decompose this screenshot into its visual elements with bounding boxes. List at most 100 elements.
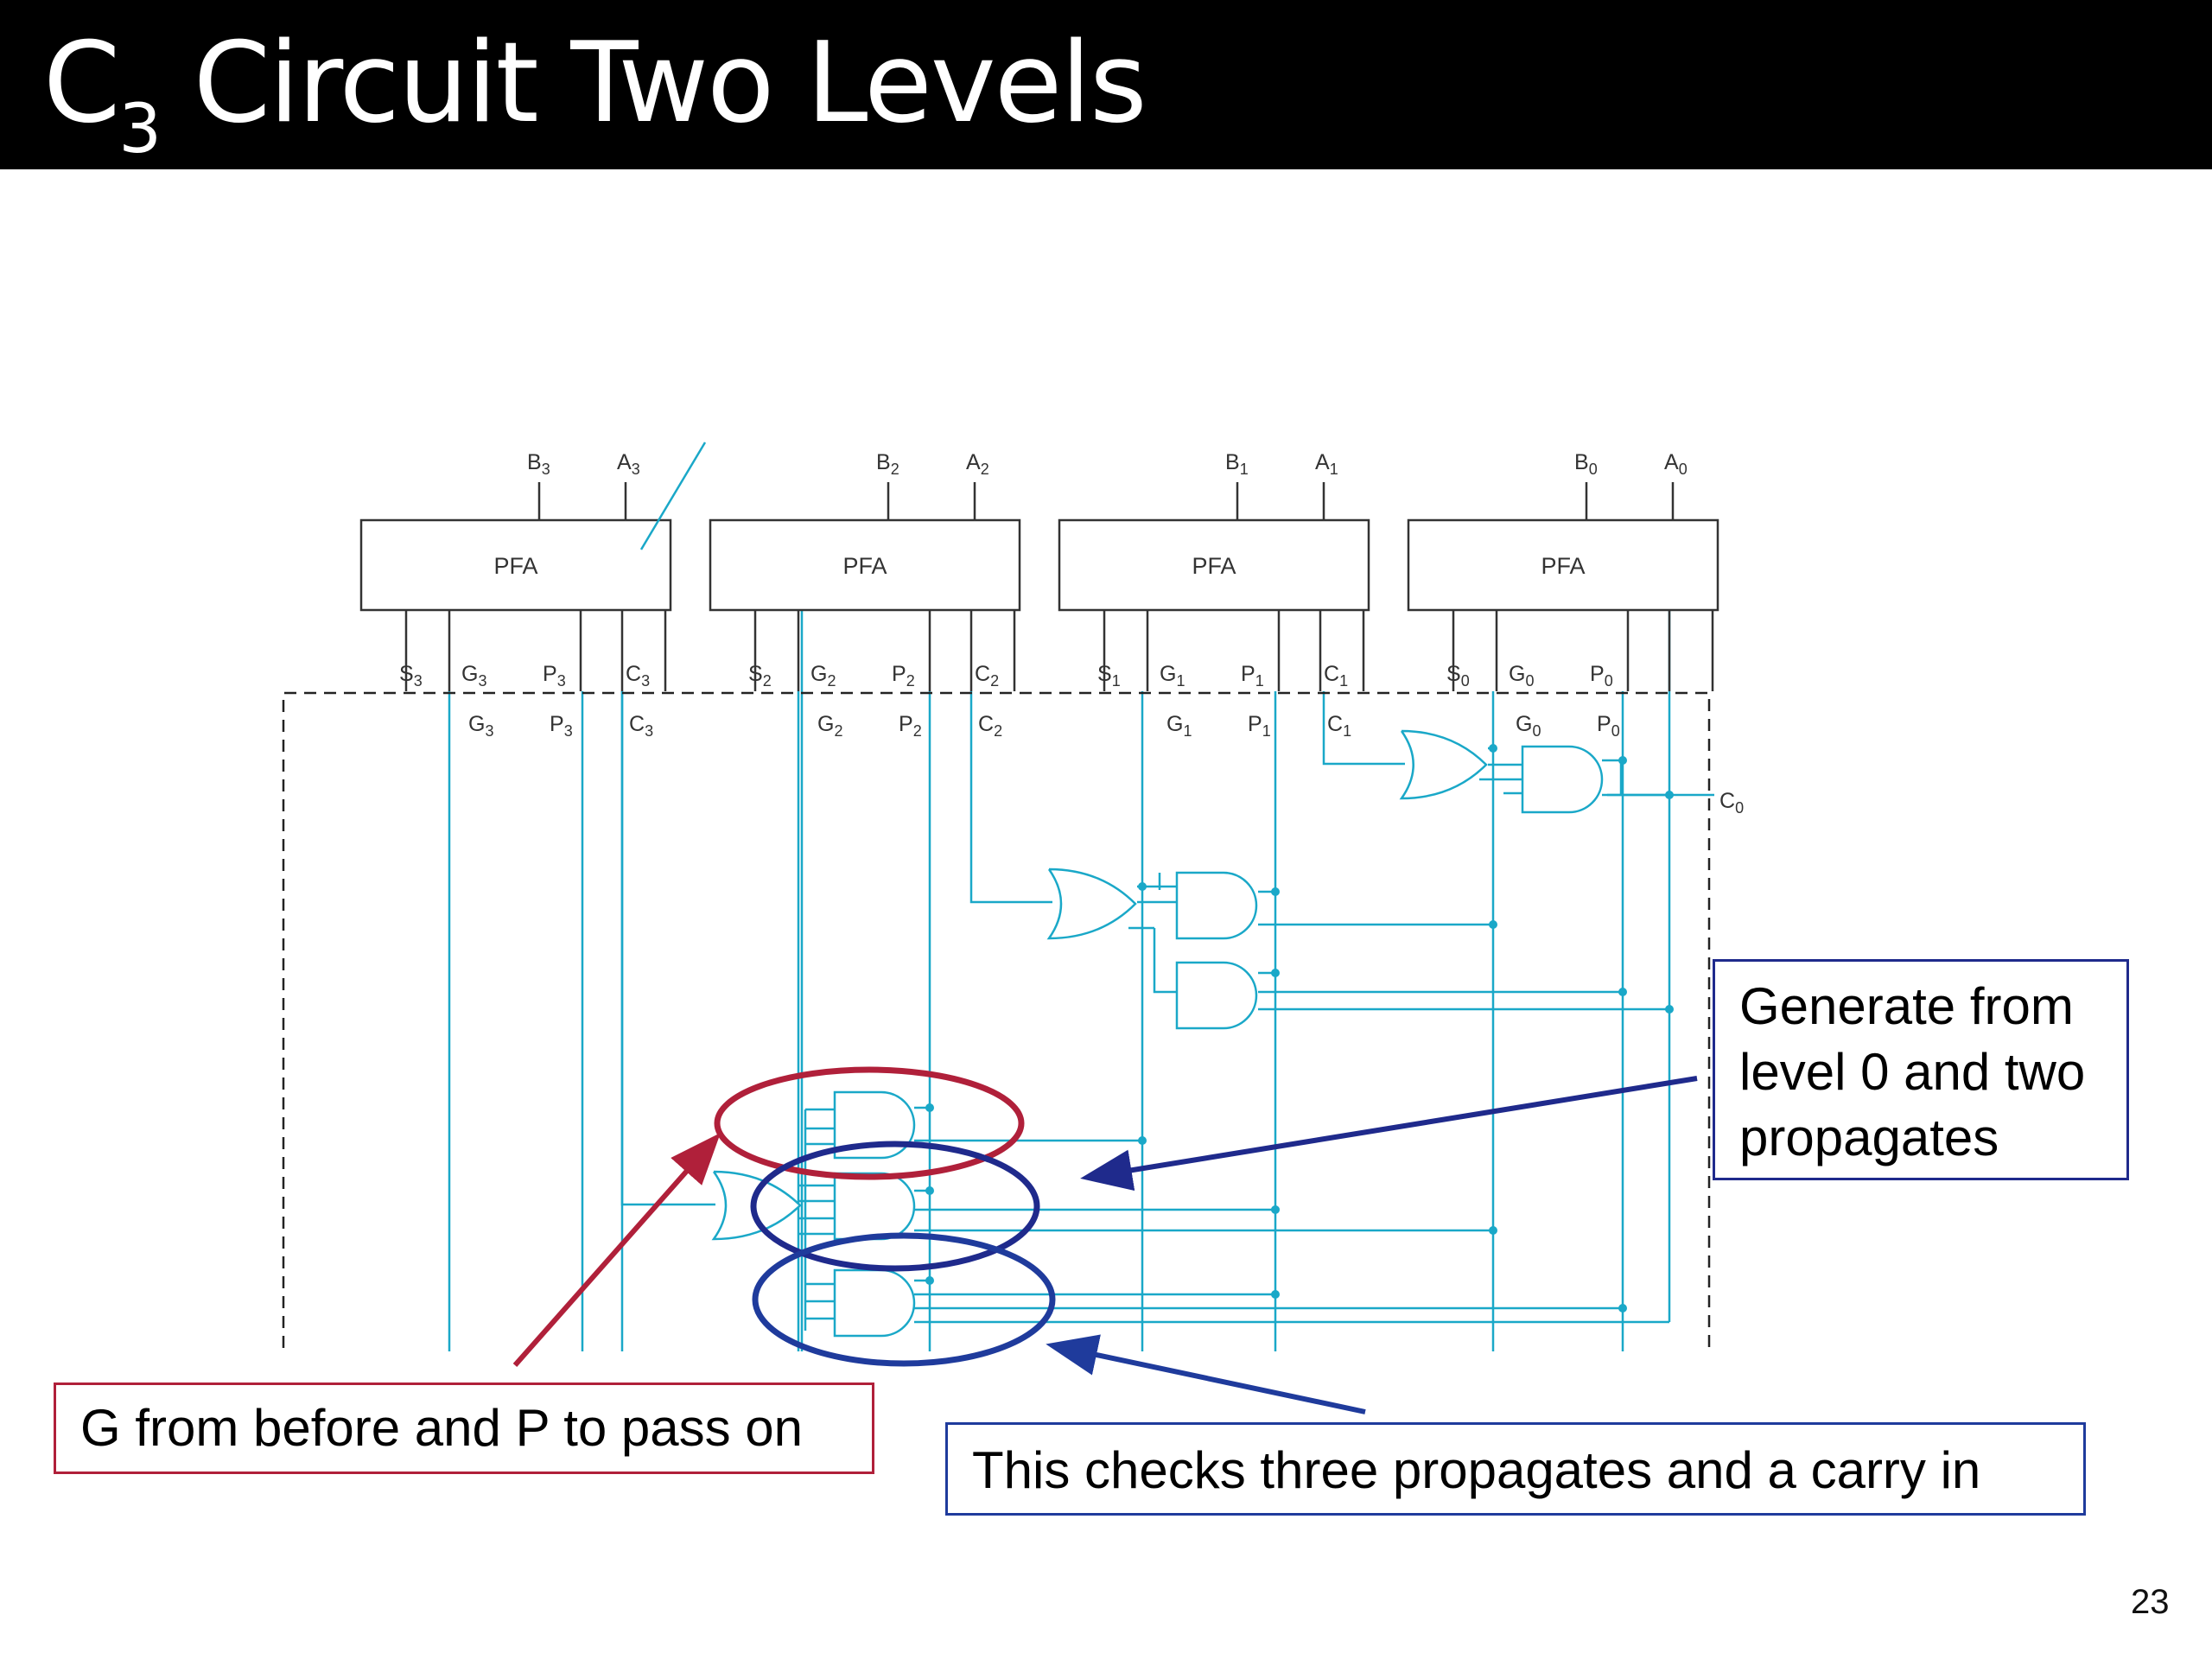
pfa-0-g-inner-label-letter: G: [1516, 712, 1532, 736]
junction-dot: [1489, 744, 1497, 753]
pfa-1-p-inner-label: P1: [1248, 712, 1271, 740]
pfa-0-s-label: S0: [1446, 662, 1470, 690]
pfa-1-g-label: G1: [1160, 662, 1185, 690]
pfa-2-p-inner-label-letter: P: [899, 712, 913, 736]
pfa-1-block: [1058, 518, 1370, 612]
callout-generate: Generate from level 0 and two propagates: [1713, 959, 2129, 1180]
pfa-0-p-inner-label-subscript: 0: [1611, 722, 1620, 740]
annotation-arrow-blue: [1046, 1334, 1366, 1414]
pfa-2-s-label-letter: S: [748, 662, 763, 686]
callout-generate-line-2: level 0 and two: [1739, 1043, 2086, 1101]
pfa-2-g-label: G2: [810, 662, 836, 690]
dashed-boundary: [282, 691, 1711, 1348]
junction-dot: [925, 1276, 934, 1285]
pfa-0-label: PFA: [1541, 553, 1585, 579]
pfa-2-g-label-letter: G: [810, 662, 827, 686]
pfa-3-block: [359, 518, 672, 612]
pfa-3-c-label-subscript: 3: [641, 672, 650, 690]
pfa-0-p-label-letter: P: [1590, 662, 1605, 686]
pfa-2-g-label-subscript: 2: [827, 672, 836, 690]
pfa-3-c-inner-label-letter: C: [629, 712, 645, 736]
pfa-1-b-label: B1: [1225, 450, 1249, 478]
pfa-3-b-label-subscript: 3: [542, 461, 550, 478]
pfa-1-g-inner-label: G1: [1166, 712, 1192, 740]
pfa-2-c-inner-label: C2: [978, 712, 1002, 740]
pfa-2-s-label: S2: [748, 662, 772, 690]
junction-dot: [1618, 756, 1627, 765]
pfa-2-p-inner-label-subscript: 2: [913, 722, 922, 740]
pfa-3-b-label: B3: [527, 450, 550, 478]
pfa-3-a-label-subscript: 3: [632, 461, 640, 478]
junction-dot: [1138, 882, 1147, 891]
pfa-2-block: [709, 518, 1021, 612]
pfa-2-c-inner-label-letter: C: [978, 712, 994, 736]
pfa-1-c-label-subscript: 1: [1339, 672, 1348, 690]
junction-dot: [1618, 988, 1627, 996]
pfa-3-p-label-subscript: 3: [557, 672, 566, 690]
pfa-2-b-label: B2: [876, 450, 899, 478]
pfa-0-g-label-subscript: 0: [1525, 672, 1534, 690]
slide-title: C3 Circuit Two Levels: [43, 19, 1147, 168]
junction-dots: [925, 744, 1674, 1313]
pfa-1-c-label: C1: [1324, 662, 1348, 690]
pfa-1-b-label-subscript: 1: [1240, 461, 1249, 478]
pfa-0-g-label: G0: [1509, 662, 1534, 690]
pfa-3-s-label-letter: S: [399, 662, 414, 686]
pfa-3-c-label: C3: [626, 662, 650, 690]
a3-slash: [639, 442, 707, 550]
pfa-3-p-inner-label: P3: [550, 712, 573, 740]
pfa-0-g-inner-label-subscript: 0: [1532, 722, 1541, 740]
pfa-0-a-label-subscript: 0: [1679, 461, 1688, 478]
or-gate: [1399, 729, 1488, 800]
pfa-3-p-inner-label-subscript: 3: [564, 722, 573, 740]
pfa-1-c-label-letter: C: [1324, 662, 1339, 686]
annotation-arrow-red: [512, 1133, 721, 1367]
pfa-3-g-inner-label: G3: [468, 712, 493, 740]
wire: [1153, 928, 1177, 994]
pfa-0-g-inner-label: G0: [1516, 712, 1541, 740]
junction-dot: [925, 1103, 934, 1112]
pfa-1-a-label-letter: A: [1315, 450, 1330, 474]
pfa-3-a-label-letter: A: [617, 450, 632, 474]
pfa-0-p-label-subscript: 0: [1605, 672, 1613, 690]
pfa-0-a-label: A0: [1664, 450, 1688, 478]
pfa-2-c-label: C2: [975, 662, 999, 690]
junction-dot: [1489, 1226, 1497, 1235]
c0-label: C0: [1719, 789, 1744, 817]
junction-dot: [1665, 1005, 1674, 1014]
pfa-1-g-inner-label-subscript: 1: [1183, 722, 1192, 740]
title-bar: C3 Circuit Two Levels: [0, 0, 2212, 169]
annotation-ellipse-red: [714, 1066, 1025, 1180]
annotation-ellipse-navy: [750, 1141, 1040, 1272]
pfa-3-p-label-letter: P: [543, 662, 557, 686]
pfa-1-s-label: S1: [1097, 662, 1121, 690]
or-gate: [1046, 868, 1137, 940]
pfa-3-g-inner-label-letter: G: [468, 712, 485, 736]
callout-g-from-before: G from before and P to pass on: [54, 1382, 874, 1474]
pfa-2-s-label-subscript: 2: [763, 672, 772, 690]
annotations: [512, 1066, 1698, 1414]
pfa-2-p-inner-label: P2: [899, 712, 922, 740]
annotation-arrow-navy: [1080, 1076, 1698, 1191]
pfa-3-p-inner-label-letter: P: [550, 712, 564, 736]
pfa-2-p-label-subscript: 2: [906, 672, 915, 690]
pfa-2-b-label-subscript: 2: [891, 461, 899, 478]
pfa-0-b-label-letter: B: [1574, 450, 1589, 474]
junction-dot: [1271, 969, 1280, 977]
pfa-0-s-label-subscript: 0: [1461, 672, 1470, 690]
pfa-1-g-inner-label-letter: G: [1166, 712, 1183, 736]
pfa-2-a-label-letter: A: [966, 450, 981, 474]
pfa-2-c-label-letter: C: [975, 662, 990, 686]
c0-label-subscript: 0: [1735, 799, 1744, 817]
pfa-3-p-label: P3: [543, 662, 566, 690]
pfa-0-b-label-subscript: 0: [1589, 461, 1598, 478]
pfa-3-g-label-letter: G: [461, 662, 478, 686]
junction-dot: [1271, 887, 1280, 896]
pfa-2-g-inner-label-letter: G: [817, 712, 834, 736]
callout-generate-line-1: Generate from: [1739, 977, 2074, 1035]
pfa-1-p-label-subscript: 1: [1255, 672, 1264, 690]
junction-dot: [1271, 1290, 1280, 1299]
junction-dot: [1138, 1136, 1147, 1145]
pfa-1-p-label: P1: [1241, 662, 1264, 690]
